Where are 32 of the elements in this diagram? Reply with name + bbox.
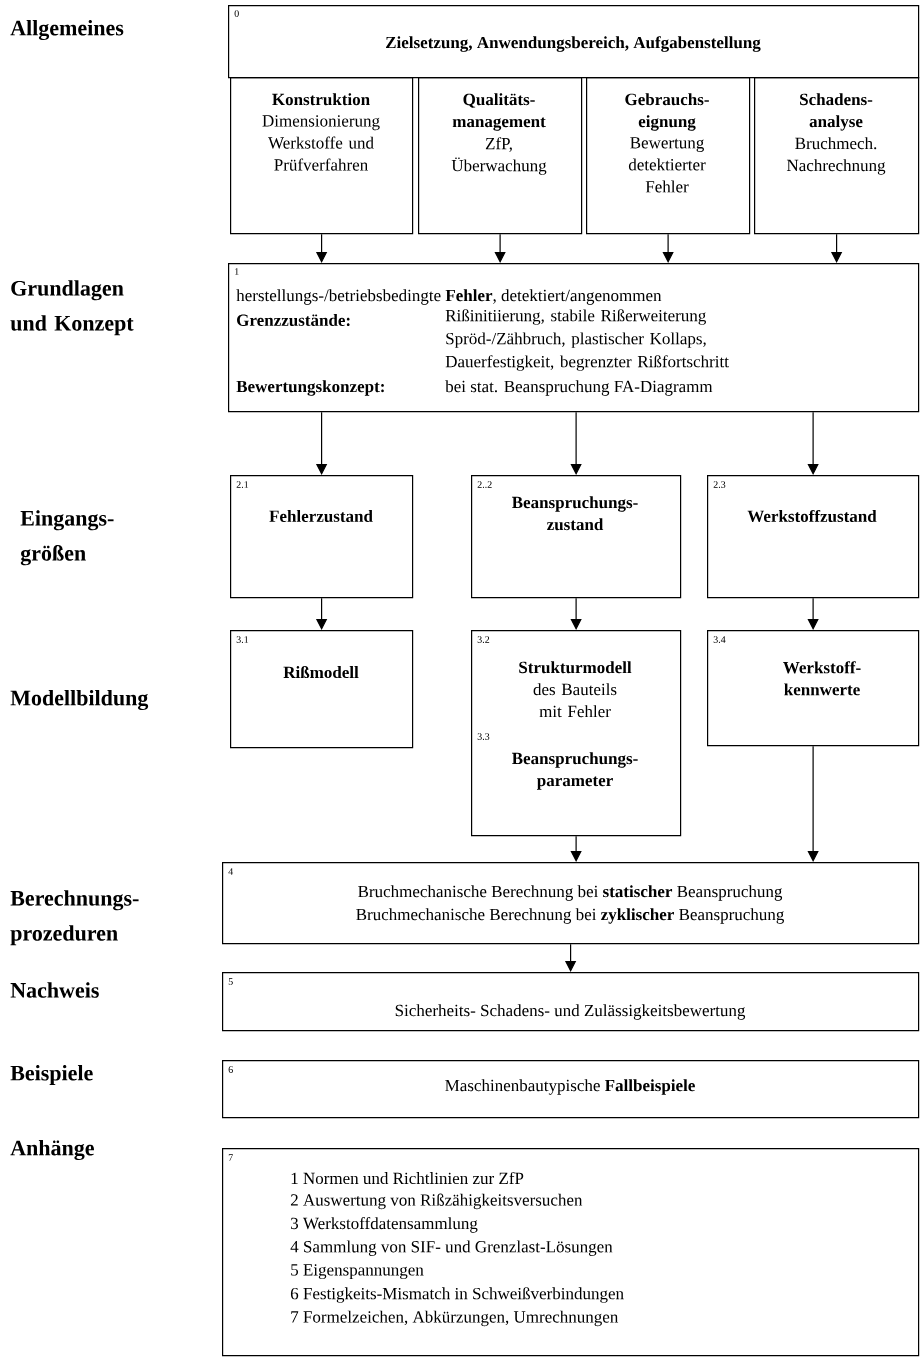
section-heading: Grundlagen und Konzept [10, 280, 134, 336]
arrow [807, 411, 819, 475]
process-box: 0 Zielsetzung, Anwendungsbereich, Aufgabenstellung [228, 5, 920, 79]
section-heading: Anhänge [10, 1139, 94, 1161]
process-box: 3.2 Strukturmodell des Bauteils mit Fehler 3.3 Beanspruchungs- parameter [471, 630, 682, 837]
arrow [662, 233, 674, 263]
arrow [807, 597, 819, 630]
arrow [570, 411, 582, 475]
process-box: 7 1 Normen und Richtlinien zur ZfP 2 Auswertung von Rißzähigkeitsversuchen 3 Werkstoffdatensammlung 4 Sammlung von SIF- und Grenzlast-Lösungen 5 Eigenspannungen 6 Festigkeits-Mismatch in Schweißverbindungen 7 Formelzeichen, Abkürzungen, Umrechnungen [222, 1148, 920, 1357]
process-box: 2.1 Fehlerzustand [230, 475, 414, 599]
process-box: Konstruktion Dimensionierung Werkstoffe und Prüfverfahren [230, 77, 414, 235]
section-heading: Allgemeines [10, 19, 124, 41]
process-box: 3.4 Werkstoff- kennwerte [707, 630, 920, 747]
process-box: 6 Maschinenbautypische Fallbeispiele [222, 1060, 920, 1119]
section-heading: Beispiele [10, 1065, 93, 1085]
process-box: Schadens- analyse Bruchmech. Nachrechnung [754, 77, 920, 235]
arrow [494, 233, 506, 263]
section-heading: Eingangs- größen [20, 510, 114, 566]
process-box: 1 herstellungs-/betriebsbedingte Fehler, detektiert/angenommen Grenzzustände: Rißinitiierung, stabile Rißerweiterung Spröd-/Zähbruch, plastischer Kollaps, Dauerfestigkeit, begrenzter Rißfortschritt Bewertungskonzept: bei stat. Beanspruchung FA-Diagramm [228, 263, 920, 413]
process-box: 2.3 Werkstoffzustand [707, 475, 920, 599]
arrow [807, 745, 819, 862]
process-box: 4 Bruchmechanische Berechnung bei statischer Beanspruchung Bruchmechanische Berechnung bei zyklischer Beanspruchung [222, 862, 920, 945]
process-box: Gebrauchs- eignung Bewertung detektierter Fehler [586, 77, 751, 235]
section-heading: Modellbildung [10, 689, 149, 711]
arrow [570, 835, 582, 862]
arrow [570, 597, 582, 630]
process-box: 2..2 Beanspruchungs- zustand [471, 475, 682, 599]
section-heading: Nachweis [10, 982, 99, 998]
process-box: 3.1 Rißmodell [230, 630, 414, 749]
process-box: Qualitäts- management ZfP, Überwachung [418, 77, 583, 235]
section-heading: Berechnungs- prozeduren [10, 890, 139, 946]
process-box: 5 Sicherheits- Schadens- und Zulässigkeitsbewertung [222, 972, 920, 1032]
